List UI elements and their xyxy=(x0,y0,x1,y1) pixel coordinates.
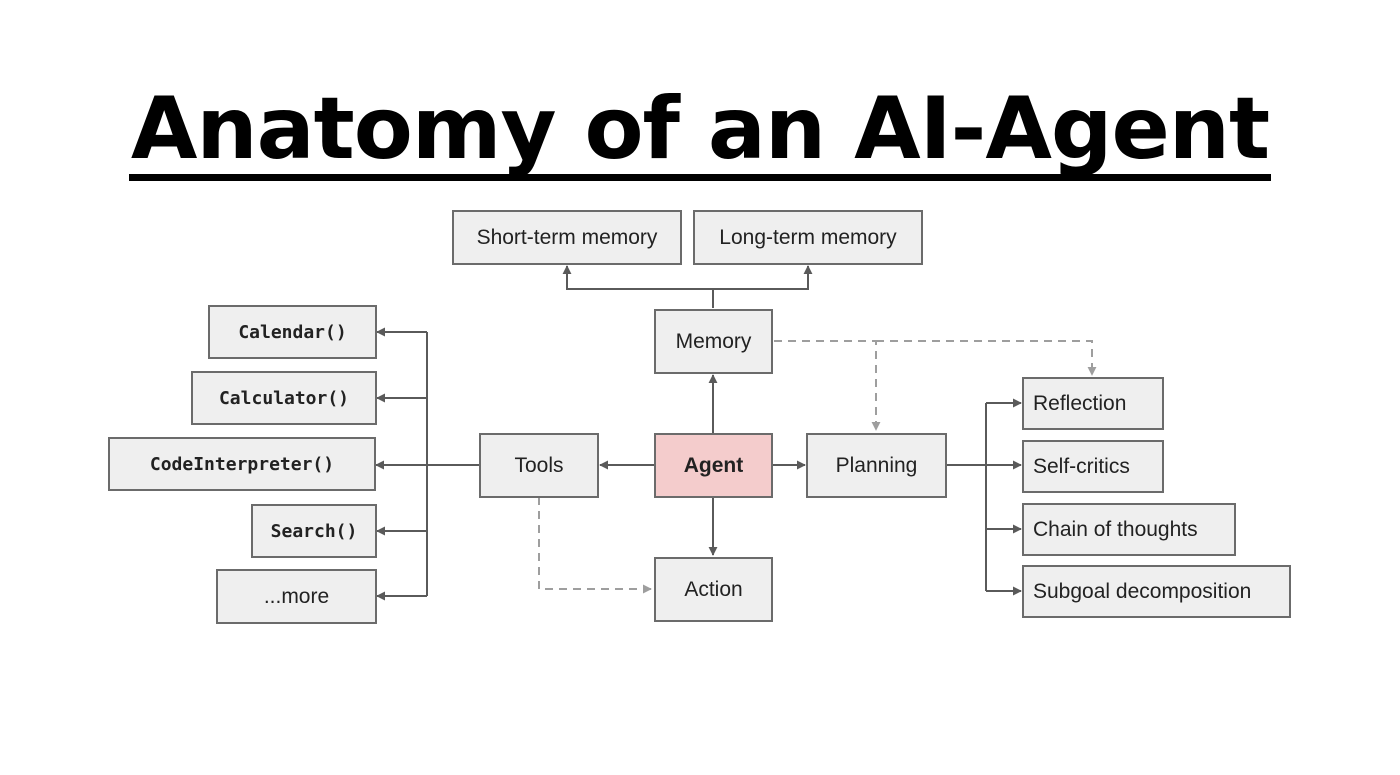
tools-to-action-dashed-arrow xyxy=(538,497,652,594)
planning-box: Planning xyxy=(806,433,947,498)
tool-item-more: ...more xyxy=(216,569,377,624)
tool-item-calendar: Calendar() xyxy=(208,305,377,359)
tools-box: Tools xyxy=(479,433,599,498)
short-term-memory-box: Short-term memory xyxy=(452,210,682,265)
tool-item-codeinterpreter: CodeInterpreter() xyxy=(108,437,376,491)
action-box: Action xyxy=(654,557,773,622)
memory-to-planning-dashed-arrow xyxy=(774,340,881,431)
planning-item-chain-of-thoughts: Chain of thoughts xyxy=(1022,503,1236,556)
memory-to-long-term-arrow xyxy=(713,265,813,290)
planning-item-self-critics: Self-critics xyxy=(1022,440,1164,493)
memory-box: Memory xyxy=(654,309,773,374)
tool-item-search: Search() xyxy=(251,504,377,558)
planning-item-subgoal-decomposition: Subgoal decomposition xyxy=(1022,565,1291,618)
planning-item-reflection: Reflection xyxy=(1022,377,1164,430)
memory-to-short-term-arrow xyxy=(562,265,713,290)
planning-trunk-line xyxy=(946,403,987,591)
agent-box: Agent xyxy=(654,433,773,498)
tools-trunk-line xyxy=(426,332,480,596)
memory-to-reflection-dashed-arrow xyxy=(876,340,1097,376)
long-term-memory-box: Long-term memory xyxy=(693,210,923,265)
tool-item-calculator: Calculator() xyxy=(191,371,377,425)
title-text: Anatomy of an AI-Agent xyxy=(128,79,1272,181)
page-title: Anatomy of an AI-Agent xyxy=(0,86,1400,181)
